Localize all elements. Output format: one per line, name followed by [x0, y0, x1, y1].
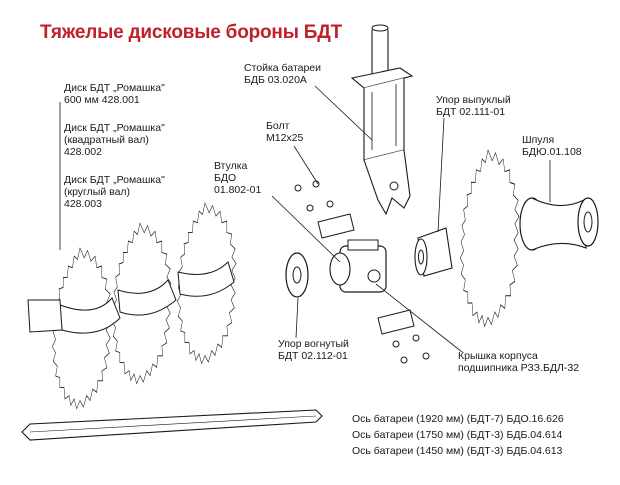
label-disc-square-line3: 428.002 — [64, 146, 102, 158]
label-bushing-line3: 01.802-01 — [214, 184, 262, 196]
spool — [519, 197, 599, 251]
bolts-top — [294, 180, 334, 212]
label-disc-square-line2: (квадратный вал) — [64, 134, 149, 146]
label-stop-convex-line1: Упор выпуклый — [436, 94, 511, 106]
label-bushing-line2: БДО — [214, 172, 237, 184]
label-spool-line2: БДЮ.01.108 — [522, 146, 582, 158]
label-disc-square: Диск БДТ „Ромашка" (квадратный вал) 428.… — [64, 122, 165, 158]
label-stop-concave-line2: БДТ 02.112-01 — [278, 350, 348, 362]
label-stop-concave-line1: Упор вогнутый — [278, 338, 349, 350]
label-stop-convex-line2: БДТ 02.111-01 — [436, 106, 506, 118]
convex-stop — [414, 227, 453, 277]
label-disc-round-line3: 428.003 — [64, 198, 102, 210]
axle-label-1750: Ось батареи (1750 мм) (БДТ-3) БДБ.04.614 — [352, 429, 563, 441]
label-cover: Крышка корпуса подшипника РЗЗ.БДЛ-32 — [458, 350, 579, 374]
label-stop-concave: Упор вогнутый БДТ 02.112-01 — [278, 338, 349, 362]
label-disc-600-line2: 600 мм 428.001 — [64, 94, 140, 106]
label-cover-line1: Крышка корпуса — [458, 350, 538, 362]
bolts-bottom — [392, 334, 430, 364]
label-bushing-line1: Втулка — [214, 160, 248, 172]
label-bolt: Болт М12х25 — [266, 120, 303, 144]
label-stand-line1: Стойка батареи — [244, 62, 322, 74]
label-bolt-line1: Болт — [266, 120, 290, 132]
label-disc-round-line1: Диск БДТ „Ромашка" — [64, 174, 165, 186]
label-bolt-line2: М12х25 — [266, 132, 304, 144]
label-stand-line2: БДБ 03.020А — [244, 74, 307, 86]
label-spool-line1: Шпуля — [522, 134, 555, 146]
battery-stand — [350, 24, 414, 216]
top-plate — [317, 213, 355, 239]
leader-lines — [59, 85, 551, 353]
right-disc-shape — [459, 149, 520, 327]
axle-shaft — [21, 409, 323, 441]
bottom-plate — [377, 309, 415, 335]
bearing-housing — [329, 239, 387, 293]
axle-label-1450: Ось батареи (1450 мм) (БДТ-3) БДБ.04.613 — [352, 445, 563, 457]
disc-battery — [27, 202, 237, 410]
label-disc-square-line1: Диск БДТ „Ромашка" — [64, 122, 165, 134]
label-stop-convex: Упор выпуклый БДТ 02.111-01 — [436, 94, 511, 118]
diagram-title: Тяжелые дисковые бороны БДТ — [40, 22, 343, 43]
label-bushing: Втулка БДО 01.802-01 — [214, 160, 261, 196]
label-disc-round-line2: (круглый вал) — [64, 186, 131, 198]
axle-label-1920: Ось батареи (1920 мм) (БДТ-7) БДО.16.626 — [352, 413, 564, 425]
label-stand: Стойка батареи БДБ 03.020А — [244, 62, 321, 86]
label-disc-600-line1: Диск БДТ „Ромашка" — [64, 82, 165, 94]
label-disc-round: Диск БДТ „Ромашка" (круглый вал) 428.003 — [64, 174, 165, 210]
label-disc-600: Диск БДТ „Ромашка" 600 мм 428.001 — [64, 82, 165, 106]
label-spool: Шпуля БДЮ.01.108 — [522, 134, 582, 158]
concave-stop — [285, 252, 309, 298]
label-cover-line2: подшипника РЗЗ.БДЛ-32 — [458, 362, 580, 374]
